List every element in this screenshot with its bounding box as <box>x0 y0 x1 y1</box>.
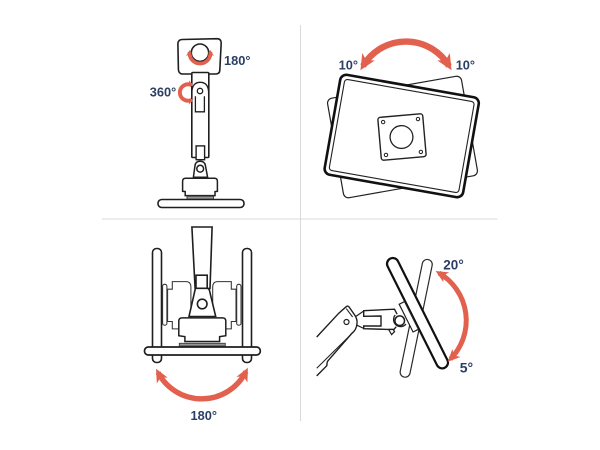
svg-text:10°: 10° <box>339 57 358 72</box>
svg-text:180°: 180° <box>224 53 250 68</box>
svg-text:360°: 360° <box>150 85 176 100</box>
svg-text:20°: 20° <box>443 258 463 273</box>
svg-text:5°: 5° <box>460 360 473 376</box>
svg-text:10°: 10° <box>456 57 475 72</box>
svg-text:180°: 180° <box>191 408 217 423</box>
